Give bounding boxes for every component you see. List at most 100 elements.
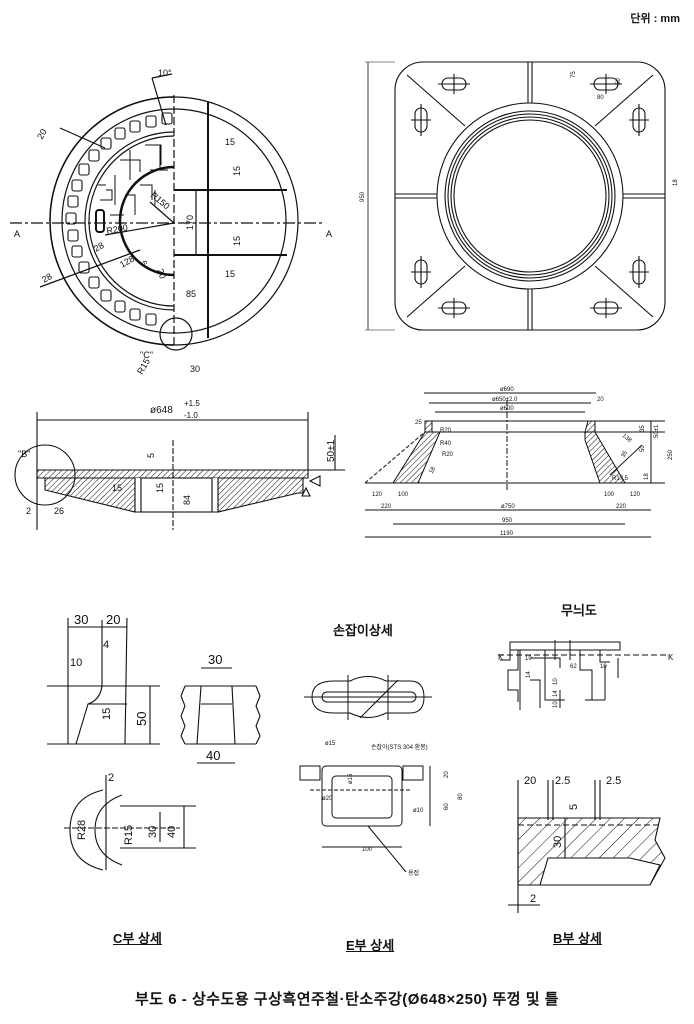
dimension-label: 30	[208, 652, 222, 667]
b-detail	[508, 780, 666, 913]
dimension-label: ø10	[413, 808, 424, 814]
dimension-label: 15	[112, 483, 122, 493]
dimension-label: R200	[106, 222, 129, 236]
dimension-label: 30	[147, 826, 159, 838]
dimension-label: ø20	[322, 796, 333, 802]
dimension-label: 2	[530, 893, 536, 905]
dimension-label: 950	[360, 191, 366, 202]
frame-plan-view	[365, 61, 666, 331]
dimension-label: 10	[525, 656, 532, 662]
c-detail	[64, 775, 196, 871]
dimension-label: 80	[458, 793, 464, 800]
dimension-label: +1.5	[184, 399, 200, 408]
dimension-label: R15	[123, 825, 135, 845]
dim-diameter: ø648	[150, 405, 173, 416]
dimension-label: 15	[101, 708, 113, 720]
dimension-label: 60	[444, 803, 450, 810]
dim-angle: 10°	[158, 68, 172, 78]
dimension-label: R150	[149, 190, 172, 211]
dimension-label: ø650±2.0	[492, 397, 518, 403]
detail-mark-b: "B"	[18, 449, 30, 459]
notch-detail-dims: 30 20 4 10 15 50 30 40	[70, 612, 222, 763]
cover-section-dims: ø648 +1.5 -1.0 50±1 "B" 5 15 15 84 2 26	[18, 399, 337, 516]
anti-slip-pattern	[98, 144, 168, 216]
dimension-label: R28	[76, 820, 88, 840]
dimension-label: 15	[225, 137, 235, 147]
section-mark-right: A	[326, 229, 332, 239]
dimension-label: 100	[362, 847, 373, 853]
dimension-label: 138	[621, 433, 633, 444]
dimension-label: K	[668, 653, 674, 662]
dimension-label: 100	[604, 492, 615, 498]
dimension-label: 84	[182, 495, 192, 505]
dimension-label: 950	[502, 518, 513, 524]
dimension-label: 26	[54, 506, 64, 516]
dimension-label: 1190	[500, 531, 514, 537]
dimension-label: 220	[616, 504, 627, 510]
dimension-label: ø15	[325, 741, 336, 747]
section-mark-left: A	[14, 229, 20, 239]
dimension-label: 20	[444, 771, 450, 778]
dimension-label: 28	[92, 240, 106, 254]
dimension-label: 15	[232, 236, 242, 246]
dimension-label: 50	[616, 78, 622, 85]
dimension-label: 100	[398, 492, 409, 498]
dimension-label: 20	[524, 775, 536, 787]
c-detail-dims: 2 R28 R15 30 40	[76, 772, 178, 845]
dimension-label: 15	[225, 269, 235, 279]
handle-detail-title: 손잡이상세	[333, 623, 393, 638]
dimension-label: 14	[553, 690, 559, 697]
vent-slots	[65, 112, 173, 326]
weld-note: 용접	[408, 869, 419, 877]
pattern-title: 무늬도	[561, 603, 597, 618]
dimension-label: 5	[568, 804, 580, 810]
dimension-label: 62	[570, 664, 577, 670]
dimension-label: 4	[103, 639, 109, 651]
dimension-label: 10	[553, 678, 559, 685]
dimension-label: R20	[440, 428, 452, 434]
dimension-label: 2	[108, 772, 114, 784]
dimension-label: 50±1	[326, 439, 337, 462]
dimension-label: 50	[640, 445, 646, 452]
dimension-label: 30	[552, 836, 564, 848]
handle-detail-dims: ø15 ø15 ø20 ø10 20 60 80 100 손잡이(STS 304…	[322, 741, 464, 877]
dimension-label: R17.5	[612, 476, 629, 482]
dimension-label: ø690	[500, 387, 514, 393]
bolt-slots	[411, 74, 649, 318]
dimension-label: 20	[155, 267, 168, 280]
dimension-label: 220	[381, 504, 392, 510]
dimension-label: 28	[40, 271, 54, 285]
dimension-label: 120	[372, 492, 383, 498]
dimension-label: 30	[190, 364, 200, 374]
dimension-label: 40	[166, 826, 178, 838]
dimension-label: 14	[526, 671, 532, 678]
dimension-label: 35	[640, 425, 646, 432]
dimension-label: 20	[597, 397, 604, 403]
dimension-label: 18	[644, 473, 650, 480]
frame-plan-dims: 950 75 50 80 18	[360, 71, 679, 202]
dimension-label: 2	[26, 506, 31, 516]
dimension-label: 20	[106, 612, 120, 627]
dimension-label: 50	[134, 712, 149, 726]
dimension-label: ø750	[501, 504, 515, 510]
dimension-label: 5	[138, 259, 149, 267]
dimension-label: 15	[232, 166, 242, 176]
dimension-label: 30	[74, 612, 88, 627]
b-detail-title: B부 상세	[553, 931, 602, 946]
frame-section-view	[364, 392, 665, 538]
dimension-label: 10	[553, 701, 559, 708]
dimension-label: 20	[35, 127, 49, 141]
cover-section-view	[14, 412, 345, 530]
dimension-label: R20	[442, 452, 454, 458]
figure-caption: 부도 6 - 상수도용 구상흑연주철·탄소주강(Ø648×250) 뚜껑 및 틀	[135, 991, 559, 1008]
dimension-label: 18	[673, 179, 679, 186]
dimension-label: 15	[155, 483, 165, 493]
notch-detail	[47, 617, 261, 764]
dimension-label: 5	[146, 453, 156, 458]
dimension-label: 120	[630, 492, 641, 498]
dimension-label: 80	[597, 95, 604, 101]
dimension-label: 10	[70, 657, 82, 669]
dimension-label: K	[498, 653, 504, 662]
dimension-label: 75	[571, 71, 577, 78]
dimension-label: -1.0	[184, 411, 198, 420]
